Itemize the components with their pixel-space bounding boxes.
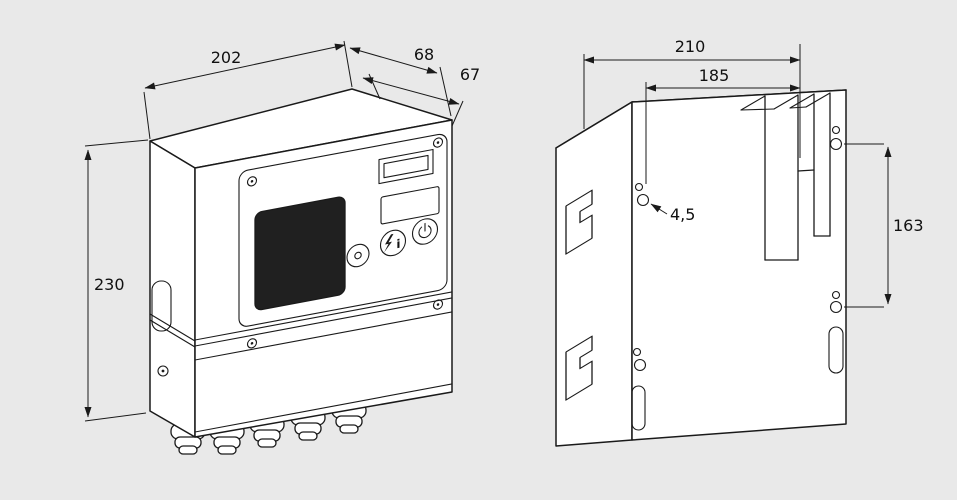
hole-bottom-right-small	[831, 290, 841, 300]
info-icon: i	[396, 237, 400, 252]
dim-label-width: 202	[211, 48, 242, 67]
dim-label-hole-pitch-v: 163	[893, 216, 924, 235]
seven-segment-window	[378, 148, 434, 185]
flash-icon	[384, 233, 394, 253]
housing-side-face	[149, 140, 196, 438]
dim-label-height: 230	[94, 275, 125, 294]
power-icon	[418, 225, 432, 239]
dim-label-depth-top: 68	[414, 45, 434, 64]
housing-seams	[194, 291, 453, 433]
hole-top-right	[829, 137, 843, 151]
rear-back-face	[631, 89, 847, 441]
hole-top-left-small	[634, 182, 644, 192]
dim-label-overall-width: 210	[675, 37, 706, 56]
hole-bottom-left	[633, 358, 647, 372]
dim-label-depth-door: 67	[460, 65, 480, 84]
mounting-holes	[631, 125, 844, 431]
reset-button-drawing	[346, 243, 370, 268]
hole-bottom-right	[829, 300, 843, 314]
display-window	[254, 196, 346, 311]
left-view: i 230 202	[84, 40, 480, 455]
left-dimensions: 230 202 68 67	[84, 40, 480, 422]
side-slot	[151, 280, 172, 332]
conduit-bracket-upper	[565, 189, 593, 255]
label-window	[380, 186, 440, 225]
front-door-panel	[238, 133, 448, 327]
mounting-hook-slots	[740, 92, 831, 261]
conduit-bracket-lower	[565, 335, 593, 401]
dim-label-hole-diameter: 4,5	[670, 205, 695, 224]
right-dimensions: 210 185 4,5 163	[583, 37, 924, 308]
hole-top-right-small	[831, 125, 841, 135]
right-view: 210 185 4,5 163	[555, 37, 924, 447]
panel-screws	[246, 137, 444, 349]
front-panel-content: i	[194, 133, 453, 433]
hole-bottom-left-small	[632, 347, 642, 357]
hole-top-left	[636, 193, 650, 207]
side-screw	[157, 365, 169, 377]
slot-bottom-left	[631, 385, 646, 431]
side-face-details	[149, 280, 196, 377]
slot-bottom-right	[828, 326, 844, 374]
info-button-drawing: i	[379, 229, 407, 257]
dim-label-hole-pitch-h: 185	[699, 66, 730, 85]
power-button-drawing	[411, 218, 439, 245]
